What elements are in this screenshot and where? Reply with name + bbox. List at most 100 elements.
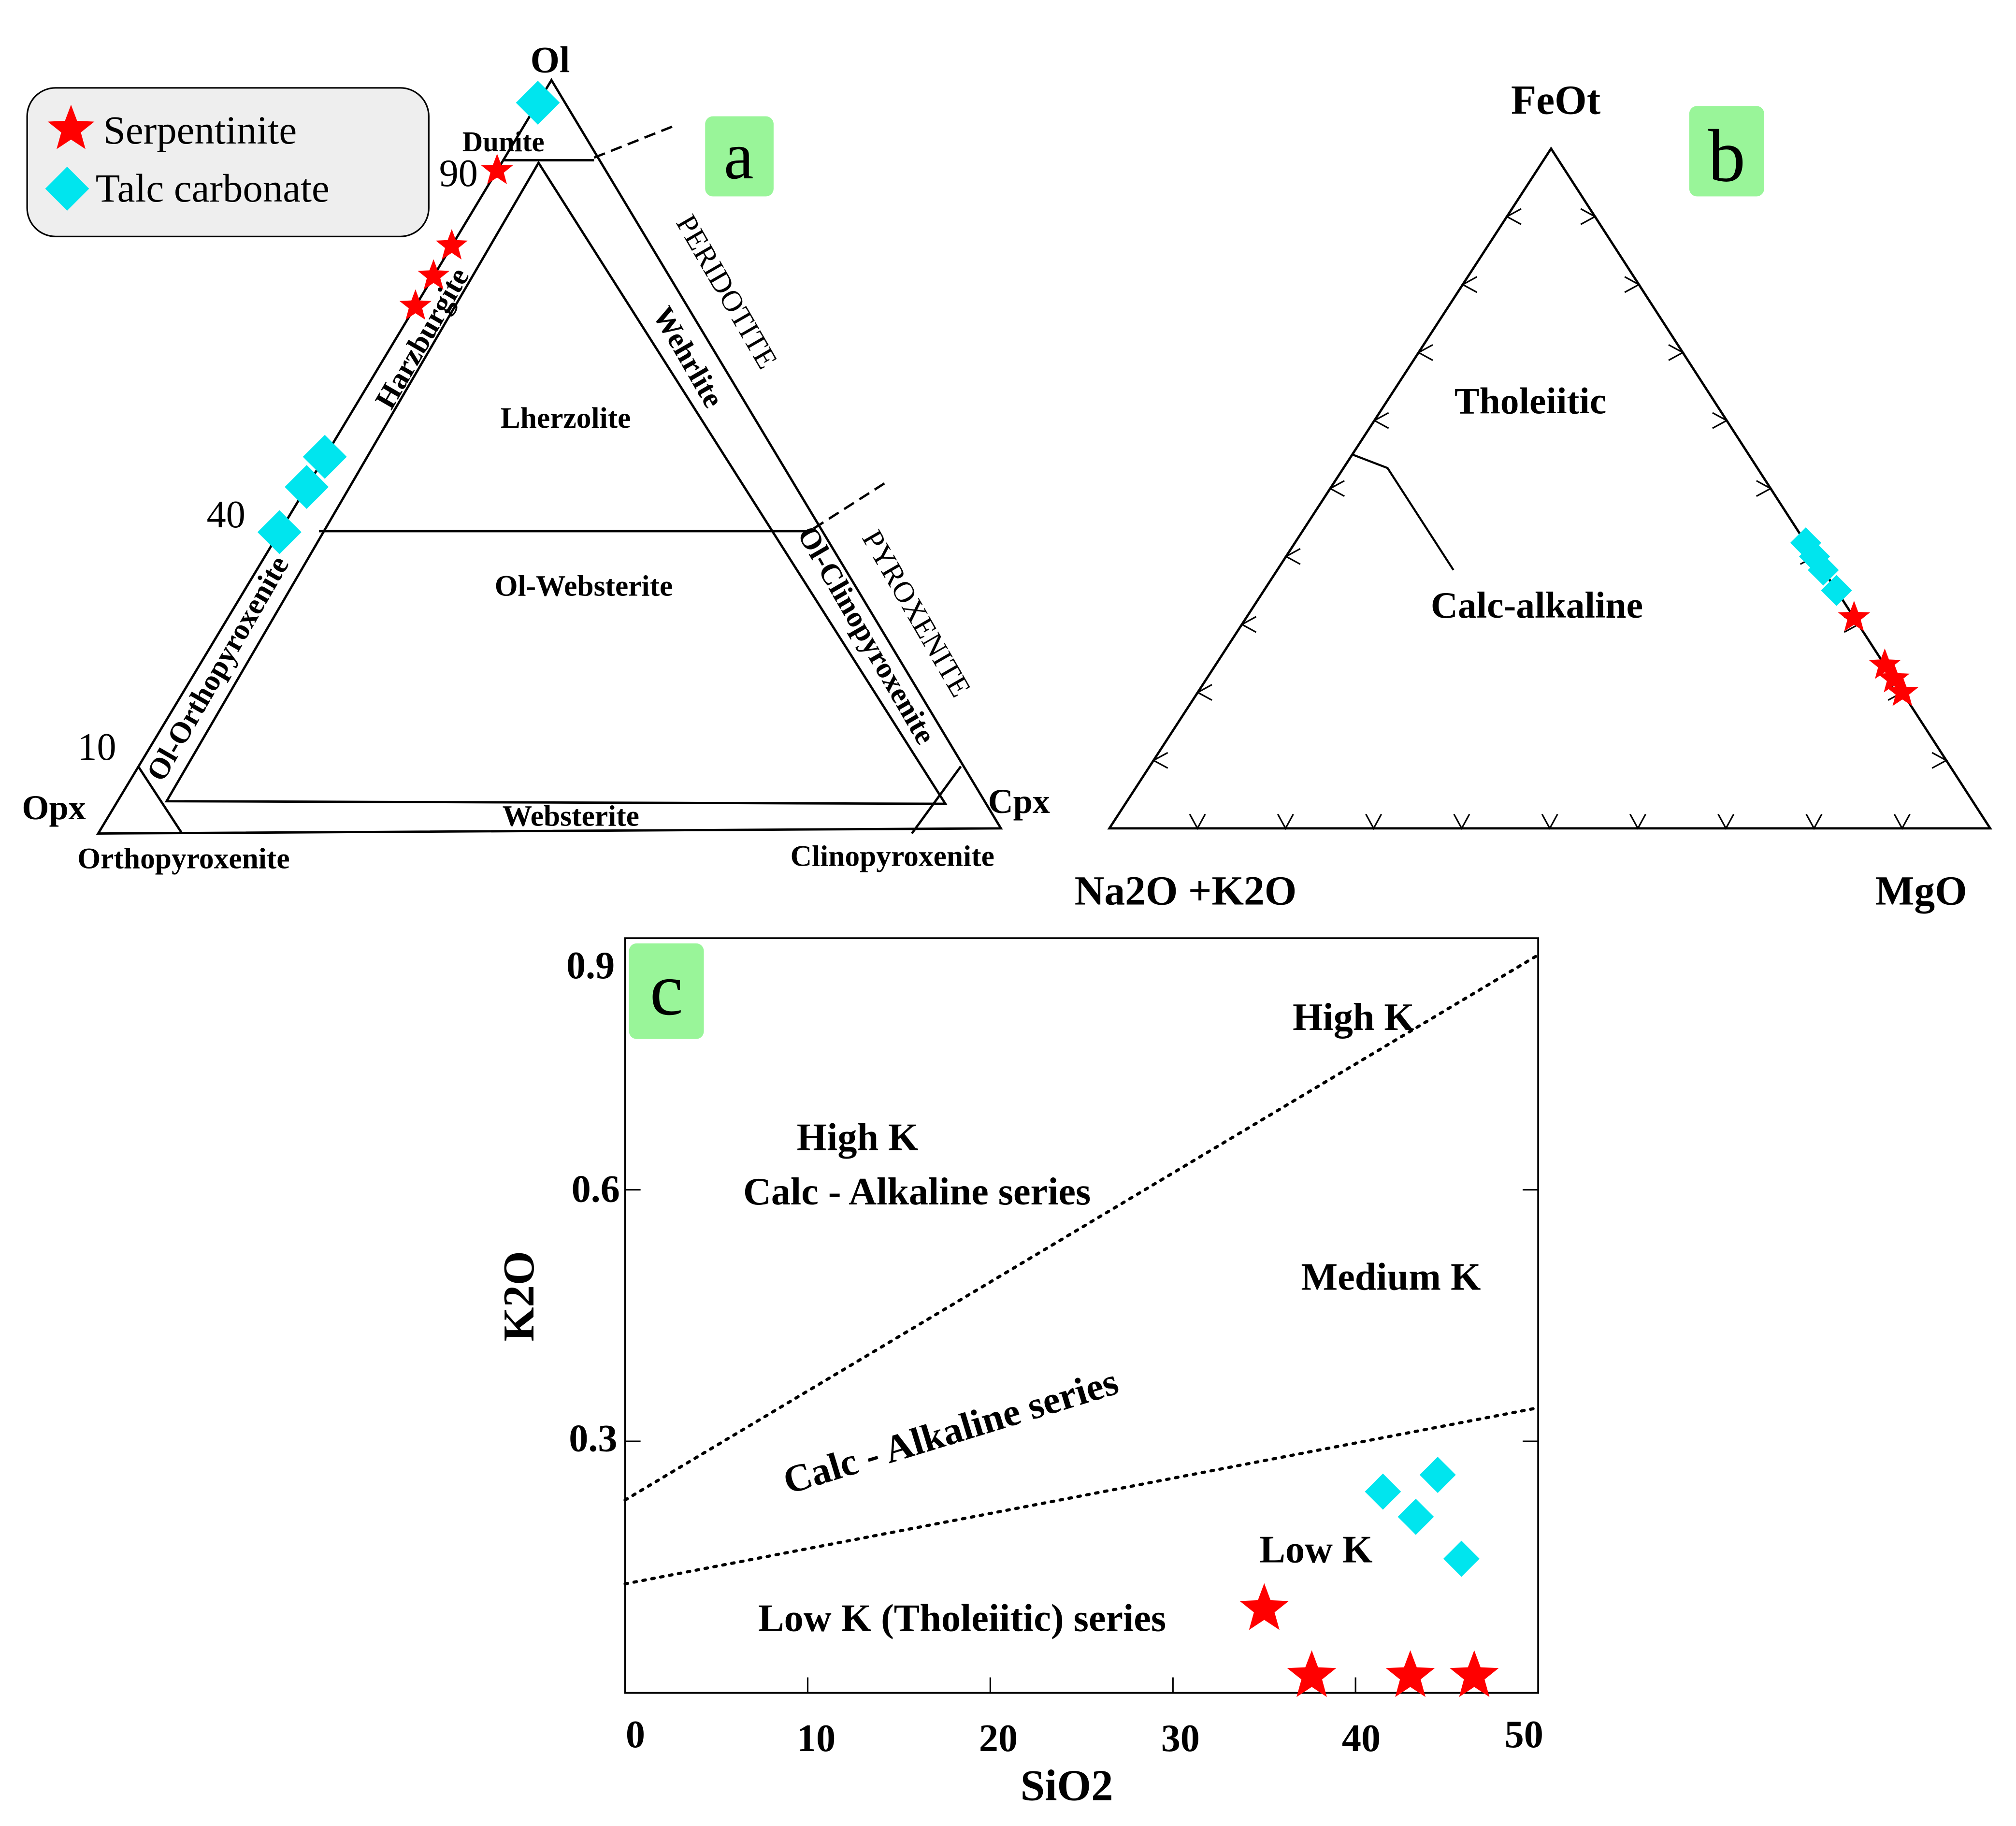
panel-b-vertex-feot: FeOt [1511, 77, 1601, 123]
tick-mark [1277, 813, 1294, 830]
panel-a-vertex-opx: Opx [22, 788, 86, 827]
serpentinite-point [435, 229, 468, 260]
serpentinite-point [418, 259, 450, 290]
legend: Serpentinite Talc carbonate [26, 87, 430, 237]
panel-c-ylabel: K2O [494, 1251, 543, 1341]
serpentinite-point [1877, 662, 1910, 693]
panel-a-pyroxenite-dash [813, 479, 890, 530]
panel-c-boundary-lines [623, 953, 1540, 1586]
panel-c-axis-ticks [625, 937, 1539, 1693]
panel-c-label-high-k-series: Calc - Alkaline series [743, 1171, 1091, 1213]
tick-mark [1712, 412, 1728, 429]
panel-b-label-calc-alkaline: Calc-alkaline [1431, 584, 1643, 626]
panel-c-xtick-0: 0 [626, 1713, 645, 1756]
panel-c-label-low-k-series: Low K (Tholeiitic) series [758, 1597, 1166, 1639]
panel-a-label-harzburgite: Harzburgite [369, 262, 475, 414]
panel-b-triangle [1107, 146, 1992, 830]
serpentinite-point [399, 289, 432, 320]
tick-mark [1893, 813, 1911, 830]
talc-carbonate-point [1443, 1540, 1480, 1577]
tick-mark [1240, 616, 1257, 633]
panel-c-xtick-30: 30 [1161, 1717, 1200, 1760]
tick-mark [1624, 276, 1641, 293]
panel-a-label-orthopyroxenite: Orthopyroxenite [77, 842, 289, 875]
talc-carbonate-point [516, 81, 560, 125]
panel-c-xtick-10: 10 [797, 1717, 835, 1760]
legend-label-serpentinite: Serpentinite [103, 108, 297, 152]
panel-a-label-ol-websterite: Ol-Websterite [495, 570, 673, 603]
panel-c-label-high-k-upper: High K [1293, 996, 1414, 1039]
panel-b-boundary-line [1285, 453, 1454, 571]
panel-b-data-points [1790, 527, 1918, 706]
panel-a-vertex-cpx: Cpx [988, 782, 1050, 821]
tick-mark [1717, 813, 1735, 830]
tick-mark [1417, 344, 1433, 361]
talc-carbonate-point [1419, 1457, 1456, 1493]
tick-mark [1328, 480, 1345, 497]
panel-b-tag: b [1708, 114, 1745, 197]
talc-carbonate-point [1397, 1498, 1434, 1535]
serpentinite-point [481, 154, 513, 185]
tick-mark [1756, 480, 1772, 497]
serpentinite-point [1239, 1583, 1289, 1630]
serpentinite-point [1886, 675, 1918, 706]
boundary-line [623, 953, 1540, 1502]
panel-a-tag-box [705, 116, 774, 197]
serpentinite-point [1869, 648, 1901, 679]
serpentinite-point [1838, 601, 1870, 632]
panel-a-label-ol-orthopyroxenite: Ol-Orthopyroxenite [140, 551, 295, 787]
panel-c-ytick-0.3: 0.3 [569, 1418, 617, 1460]
legend-box [26, 87, 430, 237]
panel-a-tick-90: 90 [439, 152, 478, 195]
panel-c-xtick-40: 40 [1342, 1717, 1381, 1760]
serpentinite-point [1450, 1650, 1499, 1697]
tick-mark [1931, 752, 1948, 769]
tick-mark [1196, 684, 1212, 701]
panel-a-tick-10: 10 [77, 726, 116, 768]
panel-c-label-high-k: High K [797, 1116, 919, 1159]
panel-a-inner-triangle [164, 160, 948, 805]
talc-carbonate-point [257, 510, 302, 554]
serpentinite-point [1385, 1650, 1435, 1697]
legend-star-marker [47, 104, 95, 149]
legend-label-talc-carbonate: Talc carbonate [96, 166, 330, 210]
panel-c: c 0 10 20 30 40 50 0.9 0.6 0.3 SiO2 K2O … [494, 937, 1543, 1810]
panel-a-left-corner-connector [137, 766, 183, 834]
panel-c-tag: c [650, 948, 683, 1031]
tick-mark [1189, 813, 1206, 830]
serpentinite-point [1287, 1650, 1337, 1697]
panel-c-tag-box [629, 943, 704, 1039]
panel-a-label-websterite: Websterite [503, 800, 639, 833]
talc-carbonate-point [1808, 554, 1839, 586]
panel-c-label-low-k: Low K [1259, 1529, 1372, 1571]
talc-carbonate-point [1821, 575, 1852, 606]
tick-mark [1461, 276, 1478, 293]
tick-mark [1365, 813, 1382, 830]
panel-b-vertex-mgo: MgO [1875, 868, 1967, 914]
panel-b-ticks [1152, 208, 1948, 830]
panel-a-vertex-ol: Ol [531, 39, 570, 81]
tick-mark [1152, 752, 1168, 769]
panel-c-xtick-20: 20 [979, 1717, 1018, 1760]
panel-c-xlabel: SiO2 [1021, 1761, 1113, 1810]
panel-c-plot-frame [624, 937, 1539, 1694]
panel-a-tick-40: 40 [207, 493, 245, 536]
panel-c-ytick-0.9: 0.9 [566, 944, 615, 987]
panel-a-dunite-dash [593, 124, 676, 159]
tick-mark [1629, 813, 1646, 830]
panel-b-tag-box [1689, 106, 1764, 197]
talc-carbonate-point [1365, 1473, 1401, 1510]
panel-c-label-medium-k: Medium K [1301, 1256, 1481, 1298]
tick-mark [1541, 813, 1558, 830]
panel-a-tag: a [724, 119, 754, 193]
tick-mark [1805, 813, 1823, 830]
panel-c-label-calc-alkaline-series: Calc - Alkaline series [778, 1360, 1123, 1503]
panel-a-label-dunite: Dunite [462, 126, 545, 158]
tick-mark [1284, 548, 1301, 565]
panel-b: b FeOt Na2O +K2O MgO Tholeiitic Calc-alk… [1075, 77, 1992, 914]
tick-mark [1505, 208, 1522, 225]
panel-b-vertex-na2o-k2o: Na2O +K2O [1075, 868, 1297, 914]
panel-a-label-clinopyroxenite: Clinopyroxenite [791, 840, 994, 872]
tick-mark [1668, 344, 1685, 361]
